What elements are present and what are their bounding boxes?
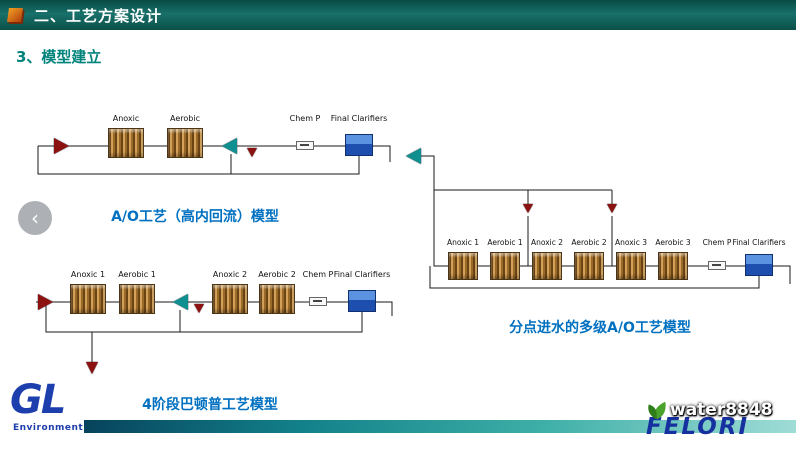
influent-icon (38, 294, 53, 310)
clarifier-icon (345, 134, 373, 156)
watermark-text: water8848 (670, 400, 773, 420)
unit-label: Anoxic 1 (70, 270, 106, 279)
bioreactor-tank (108, 128, 144, 158)
influent-source-icon (406, 148, 421, 164)
banner-icon (7, 8, 23, 22)
unit-label: Anoxic 3 (614, 238, 648, 247)
watermark: water8848 (646, 399, 773, 421)
unit-label: Anoxic 2 (212, 270, 248, 279)
clarifier-icon (745, 254, 773, 276)
diagram-caption: 分点进水的多级A/O工艺模型 (509, 320, 691, 336)
chem-dose-icon (296, 141, 314, 150)
pipe-network (36, 301, 393, 362)
banner: 二、工艺方案设计 (0, 0, 796, 30)
bioreactor-tank (167, 128, 203, 158)
chem-dose-icon (309, 297, 327, 306)
unit-label: Anoxic (112, 114, 140, 123)
unit-label: Chem P (302, 270, 334, 279)
bioreactor-tank (490, 252, 520, 280)
bioreactor-tank (616, 252, 646, 280)
diagram-caption: A/O工艺（高内回流）模型 (111, 209, 279, 225)
unit-label: Aerobic 1 (118, 270, 156, 279)
unit-label: Chem P (702, 238, 732, 247)
influent-icon (54, 138, 69, 154)
leaf-icon (648, 401, 666, 420)
feed-splitter-icon (523, 204, 533, 213)
diagram-caption: 4阶段巴顿普工艺模型 (142, 397, 278, 413)
waste-sludge-icon (86, 362, 98, 374)
bioreactor-tank (658, 252, 688, 280)
bioreactor-tank (119, 284, 155, 314)
bioreactor-tank (574, 252, 604, 280)
recycle-pump-icon (173, 294, 188, 310)
clarifier-icon (348, 290, 376, 312)
bioreactor-tank (532, 252, 562, 280)
unit-label: Aerobic 1 (487, 238, 523, 247)
company-logo-subtext: Environment (13, 423, 84, 433)
unit-label: Anoxic 1 (446, 238, 480, 247)
unit-label: Final Clarifiers (330, 114, 388, 123)
unit-label: Aerobic (170, 114, 200, 123)
company-logo: GL (10, 377, 66, 423)
unit-label: Anoxic 2 (530, 238, 564, 247)
chevron-left-icon: ‹ (31, 206, 39, 230)
brand-text: FELORI (646, 414, 750, 440)
chem-dose-icon (708, 261, 726, 270)
unit-label: Final Clarifiers (333, 270, 391, 279)
unit-label: Chem P (289, 114, 321, 123)
diagram-stepfeed-model: Anoxic 1 Aerobic 1 Anoxic 2 Aerobic 2 An… (400, 138, 795, 313)
splitter-icon (247, 148, 257, 157)
bioreactor-tank (448, 252, 478, 280)
recycle-pump-icon (222, 138, 237, 154)
bioreactor-tank (259, 284, 295, 314)
splitter-icon (194, 304, 204, 313)
unit-label: Aerobic 3 (655, 238, 691, 247)
diagram-ao-model: Anoxic Aerobic Chem P Final Clarifiers (28, 104, 406, 216)
pipe-network (421, 155, 791, 289)
section-subtitle: 3、模型建立 (16, 48, 102, 66)
prev-button[interactable]: ‹ (18, 201, 52, 235)
bioreactor-tank (70, 284, 106, 314)
unit-label: Final Clarifiers (732, 238, 786, 247)
footer-bar (84, 420, 796, 433)
unit-label: Aerobic 2 (258, 270, 296, 279)
unit-label: Aerobic 2 (571, 238, 607, 247)
page-title: 二、工艺方案设计 (34, 6, 163, 25)
bioreactor-tank (212, 284, 248, 314)
diagram-bardenpho-model: Anoxic 1 Aerobic 1 Anoxic 2 Aerobic 2 Ch… (28, 260, 406, 390)
feed-splitter-icon (607, 204, 617, 213)
